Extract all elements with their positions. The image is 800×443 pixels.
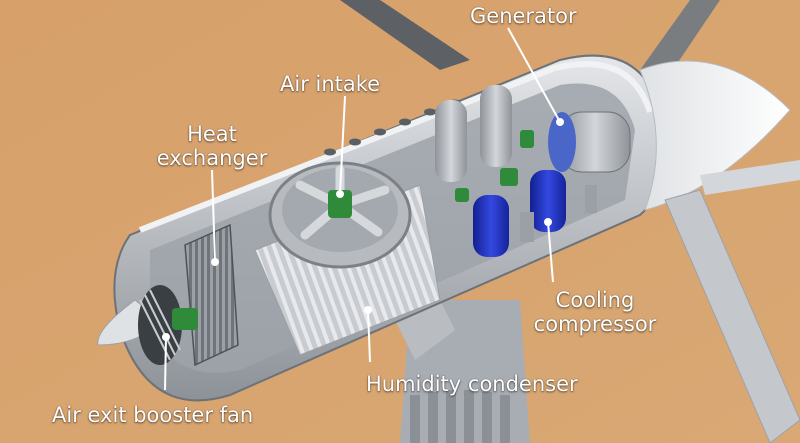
label-generator-text: Generator <box>470 4 577 28</box>
label-air-intake: Air intake <box>280 72 380 96</box>
label-humidity-condenser-text: Humidity condenser <box>366 372 578 396</box>
label-heat-exchanger: Heat exchanger <box>147 122 277 170</box>
label-heat-exchanger-line2: exchanger <box>147 146 277 170</box>
label-cooling-compressor: Cooling compressor <box>515 288 675 336</box>
tank-left <box>435 100 467 182</box>
tank-right <box>480 85 512 167</box>
label-heat-exchanger-line1: Heat <box>147 122 277 146</box>
label-air-intake-text: Air intake <box>280 72 380 96</box>
label-generator: Generator <box>470 4 577 28</box>
heat-exchanger <box>185 225 238 365</box>
label-air-exit-booster-fan: Air exit booster fan <box>52 403 253 427</box>
label-humidity-condenser: Humidity condenser <box>366 372 578 396</box>
label-air-exit-booster-fan-text: Air exit booster fan <box>52 403 253 427</box>
label-cooling-compressor-line1: Cooling <box>515 288 675 312</box>
label-cooling-compressor-line2: compressor <box>515 312 675 336</box>
